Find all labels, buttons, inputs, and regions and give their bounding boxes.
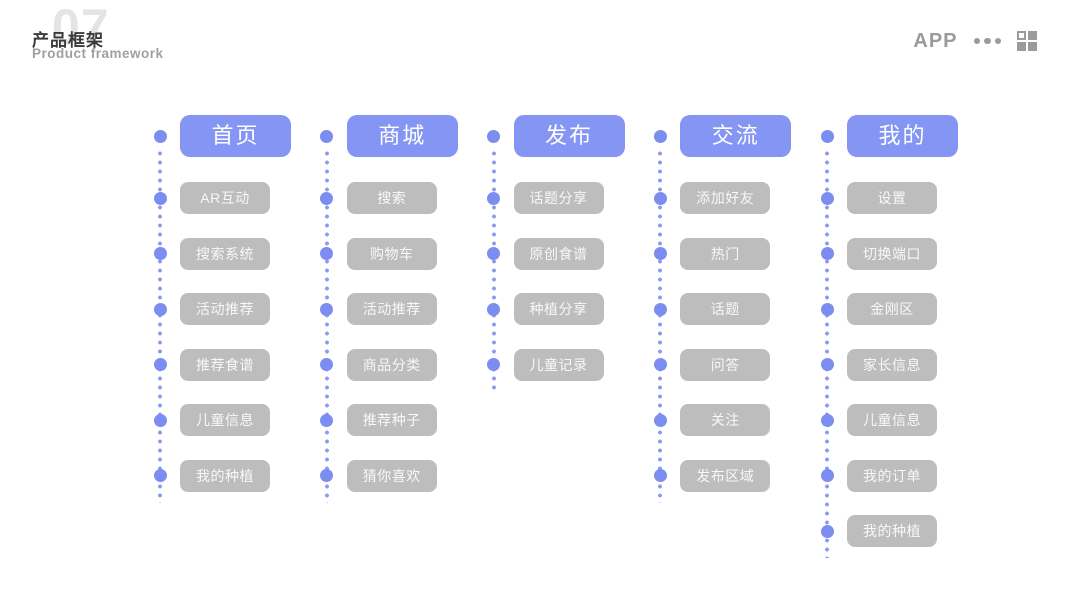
title-block: 07 产品框架 Product framework — [30, 0, 350, 75]
branch-connector-line — [825, 149, 829, 558]
branch-item: 添加好友 — [680, 182, 771, 214]
branch-node-dot — [320, 247, 334, 260]
branch-node-dot — [820, 413, 834, 427]
branch-item: 活动推荐 — [346, 293, 437, 325]
branch-connector-line — [491, 149, 496, 392]
branch-node-dot — [653, 413, 667, 427]
branch-node-dot — [487, 302, 500, 316]
branch-node-dot — [653, 247, 667, 260]
branch-item: 猜你喜欢 — [346, 459, 437, 492]
branch-item: 搜索 — [346, 182, 437, 214]
branch-node-dot — [320, 358, 334, 371]
branch-item: 话题 — [680, 293, 771, 325]
branch-header-dot — [653, 129, 667, 143]
branch-node-dot — [153, 247, 167, 260]
branch-header: 发布 — [513, 115, 625, 157]
branch-node-dot — [153, 302, 167, 316]
branch-item: 搜索系统 — [180, 237, 270, 270]
branch-item: 我的种植 — [847, 515, 937, 547]
branch-node-dot — [153, 413, 167, 427]
branch-node-dot — [653, 358, 667, 371]
branch-header-dot — [153, 129, 167, 143]
branch-item: 我的种植 — [180, 459, 270, 492]
branch-node-dot — [820, 247, 834, 260]
branch-header: 商城 — [346, 115, 458, 157]
branch-node-dot — [153, 469, 167, 482]
page-subtitle: Product framework — [32, 46, 164, 61]
branch-item: 儿童信息 — [847, 404, 937, 436]
branch-item: 我的订单 — [847, 459, 937, 492]
branch-node-dot — [820, 191, 834, 205]
branch-item: 问答 — [680, 348, 771, 381]
branch-node-dot — [653, 302, 667, 316]
branch-item: 热门 — [680, 237, 771, 270]
branch-node-dot — [487, 191, 500, 205]
branch-node-dot — [320, 191, 334, 205]
branch-item: 活动推荐 — [180, 293, 270, 325]
branch-node-dot — [487, 247, 500, 260]
branch-item: 商品分类 — [346, 348, 437, 381]
page-title: 产品框架 — [32, 31, 104, 50]
branch-item: 金刚区 — [847, 293, 937, 325]
branch-header-dot — [820, 129, 834, 143]
branch-header: 我的 — [847, 115, 958, 157]
branch-header-dot — [487, 129, 500, 143]
branch-header-dot — [320, 129, 334, 143]
branch-connector-line — [324, 149, 329, 503]
ellipsis-icon — [973, 37, 1001, 45]
app-label: APP — [913, 30, 958, 52]
branch-header: 首页 — [180, 115, 291, 157]
branch-node-dot — [153, 191, 167, 205]
branch-node-dot — [820, 469, 834, 482]
branch-item: 发布区域 — [680, 459, 771, 492]
branch-item: 设置 — [847, 182, 937, 214]
topbar-right: APP — [913, 31, 1037, 51]
branch-item: AR互动 — [180, 182, 270, 214]
branch-header: 交流 — [680, 115, 792, 157]
branch-item: 推荐食谱 — [180, 348, 270, 381]
branch-item: 关注 — [680, 404, 771, 436]
branch-item: 话题分享 — [513, 182, 604, 214]
branch-connector-line — [658, 149, 663, 503]
branch-node-dot — [820, 358, 834, 371]
branch-item: 儿童信息 — [180, 404, 270, 436]
branch-node-dot — [320, 302, 334, 316]
branch-item: 推荐种子 — [346, 404, 437, 436]
branch-node-dot — [320, 413, 334, 427]
branch-node-dot — [653, 469, 667, 482]
branch-connector-line — [158, 149, 162, 503]
branch-item: 家长信息 — [847, 348, 937, 381]
branch-node-dot — [820, 302, 834, 316]
branch-item: 儿童记录 — [513, 348, 604, 381]
grid-icon — [1017, 31, 1037, 51]
branch-node-dot — [153, 358, 167, 371]
branch-node-dot — [320, 469, 334, 482]
page-number-watermark: 07 — [52, 0, 110, 55]
branch-node-dot — [487, 358, 500, 371]
branch-node-dot — [653, 191, 667, 205]
branch-item: 原创食谱 — [513, 237, 604, 270]
branch-item: 购物车 — [346, 237, 437, 270]
branch-item: 种植分享 — [513, 293, 604, 325]
branch-node-dot — [820, 524, 834, 538]
branch-item: 切换端口 — [847, 237, 937, 270]
